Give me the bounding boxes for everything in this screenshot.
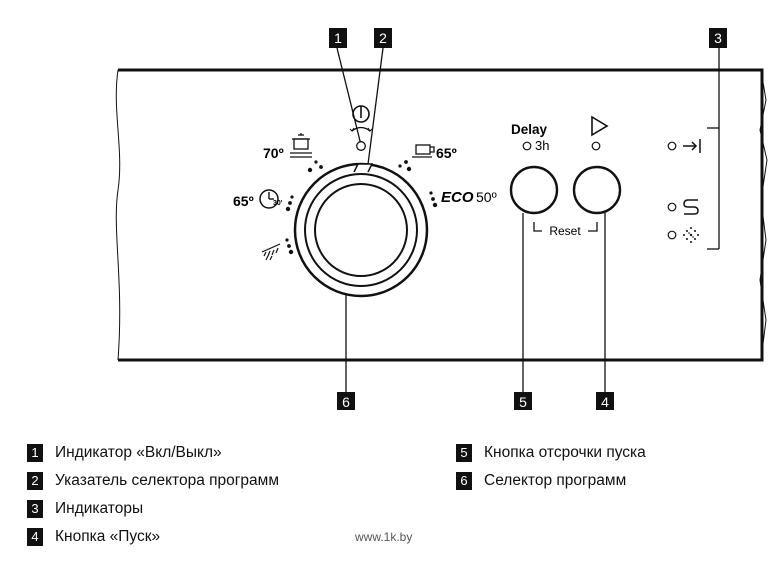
cup-icon bbox=[412, 144, 435, 158]
on-off-indicator-light bbox=[356, 141, 366, 151]
watermark: www.1k.by bbox=[355, 530, 413, 544]
program-selector-dial[interactable] bbox=[293, 162, 429, 298]
program-label-eco-temp: 50º bbox=[476, 189, 497, 205]
legend-item-5: 5 Кнопка отсрочки пуска bbox=[456, 444, 646, 462]
delay-button[interactable] bbox=[509, 165, 559, 215]
rinse-icon bbox=[683, 199, 699, 215]
svg-text:3: 3 bbox=[714, 30, 722, 46]
start-icon bbox=[591, 115, 609, 137]
end-indicator-light bbox=[667, 141, 677, 151]
legend-item-4: 4 Кнопка «Пуск» bbox=[27, 528, 160, 546]
power-icon bbox=[349, 105, 373, 132]
rinse-aid-indicator-light bbox=[667, 202, 677, 212]
callout-1: 1 bbox=[329, 28, 347, 48]
program-label-70: 70º bbox=[263, 145, 284, 161]
start-indicator-light bbox=[591, 141, 601, 151]
delay-label: Delay bbox=[511, 122, 548, 137]
salt-icon bbox=[683, 227, 699, 243]
pre-rinse-icon bbox=[261, 243, 281, 261]
svg-text:30': 30' bbox=[273, 200, 283, 207]
callout-5: 5 bbox=[514, 392, 532, 410]
leader-line-2 bbox=[366, 47, 384, 173]
callout-4: 4 bbox=[596, 392, 614, 410]
selector-pointer bbox=[353, 163, 374, 173]
panel-outline bbox=[118, 68, 764, 362]
reset-bracket-left bbox=[533, 222, 542, 232]
end-arrow-icon bbox=[683, 139, 701, 153]
panel-right-edge bbox=[759, 69, 768, 361]
control-panel-diagram: 1 2 3 4 5 6 70º bbox=[115, 28, 768, 410]
legend-item-6: 6 Селектор программ bbox=[456, 472, 626, 490]
reset-bracket-right bbox=[588, 222, 598, 232]
svg-text:1: 1 bbox=[334, 30, 342, 46]
start-button[interactable] bbox=[572, 165, 622, 215]
svg-text:4: 4 bbox=[601, 394, 609, 410]
leader-line-1 bbox=[336, 47, 362, 146]
program-label-65-left: 65º bbox=[233, 193, 254, 209]
panel-break-edge bbox=[115, 69, 121, 361]
delay-value: 3h bbox=[535, 138, 549, 153]
program-label-eco: ECO bbox=[441, 189, 474, 206]
delay-indicator-light bbox=[522, 141, 532, 151]
svg-text:5: 5 bbox=[519, 394, 527, 410]
program-position-dots bbox=[285, 160, 438, 255]
program-label-65-right: 65º bbox=[436, 145, 457, 161]
clock-icon: 30' bbox=[259, 189, 283, 209]
legend-item-1: 1 Индикатор «Вкл/Выкл» bbox=[27, 444, 222, 462]
svg-text:6: 6 bbox=[342, 394, 350, 410]
pot-icon bbox=[290, 133, 312, 158]
reset-label: Reset bbox=[549, 224, 581, 238]
callout-6: 6 bbox=[337, 392, 355, 410]
legend-item-2: 2 Указатель селектора программ bbox=[27, 472, 279, 490]
svg-text:2: 2 bbox=[379, 30, 387, 46]
callout-2: 2 bbox=[374, 28, 392, 48]
callout-3: 3 bbox=[709, 28, 727, 48]
legend-item-3: 3 Индикаторы bbox=[27, 500, 143, 518]
salt-indicator-light bbox=[667, 230, 677, 240]
